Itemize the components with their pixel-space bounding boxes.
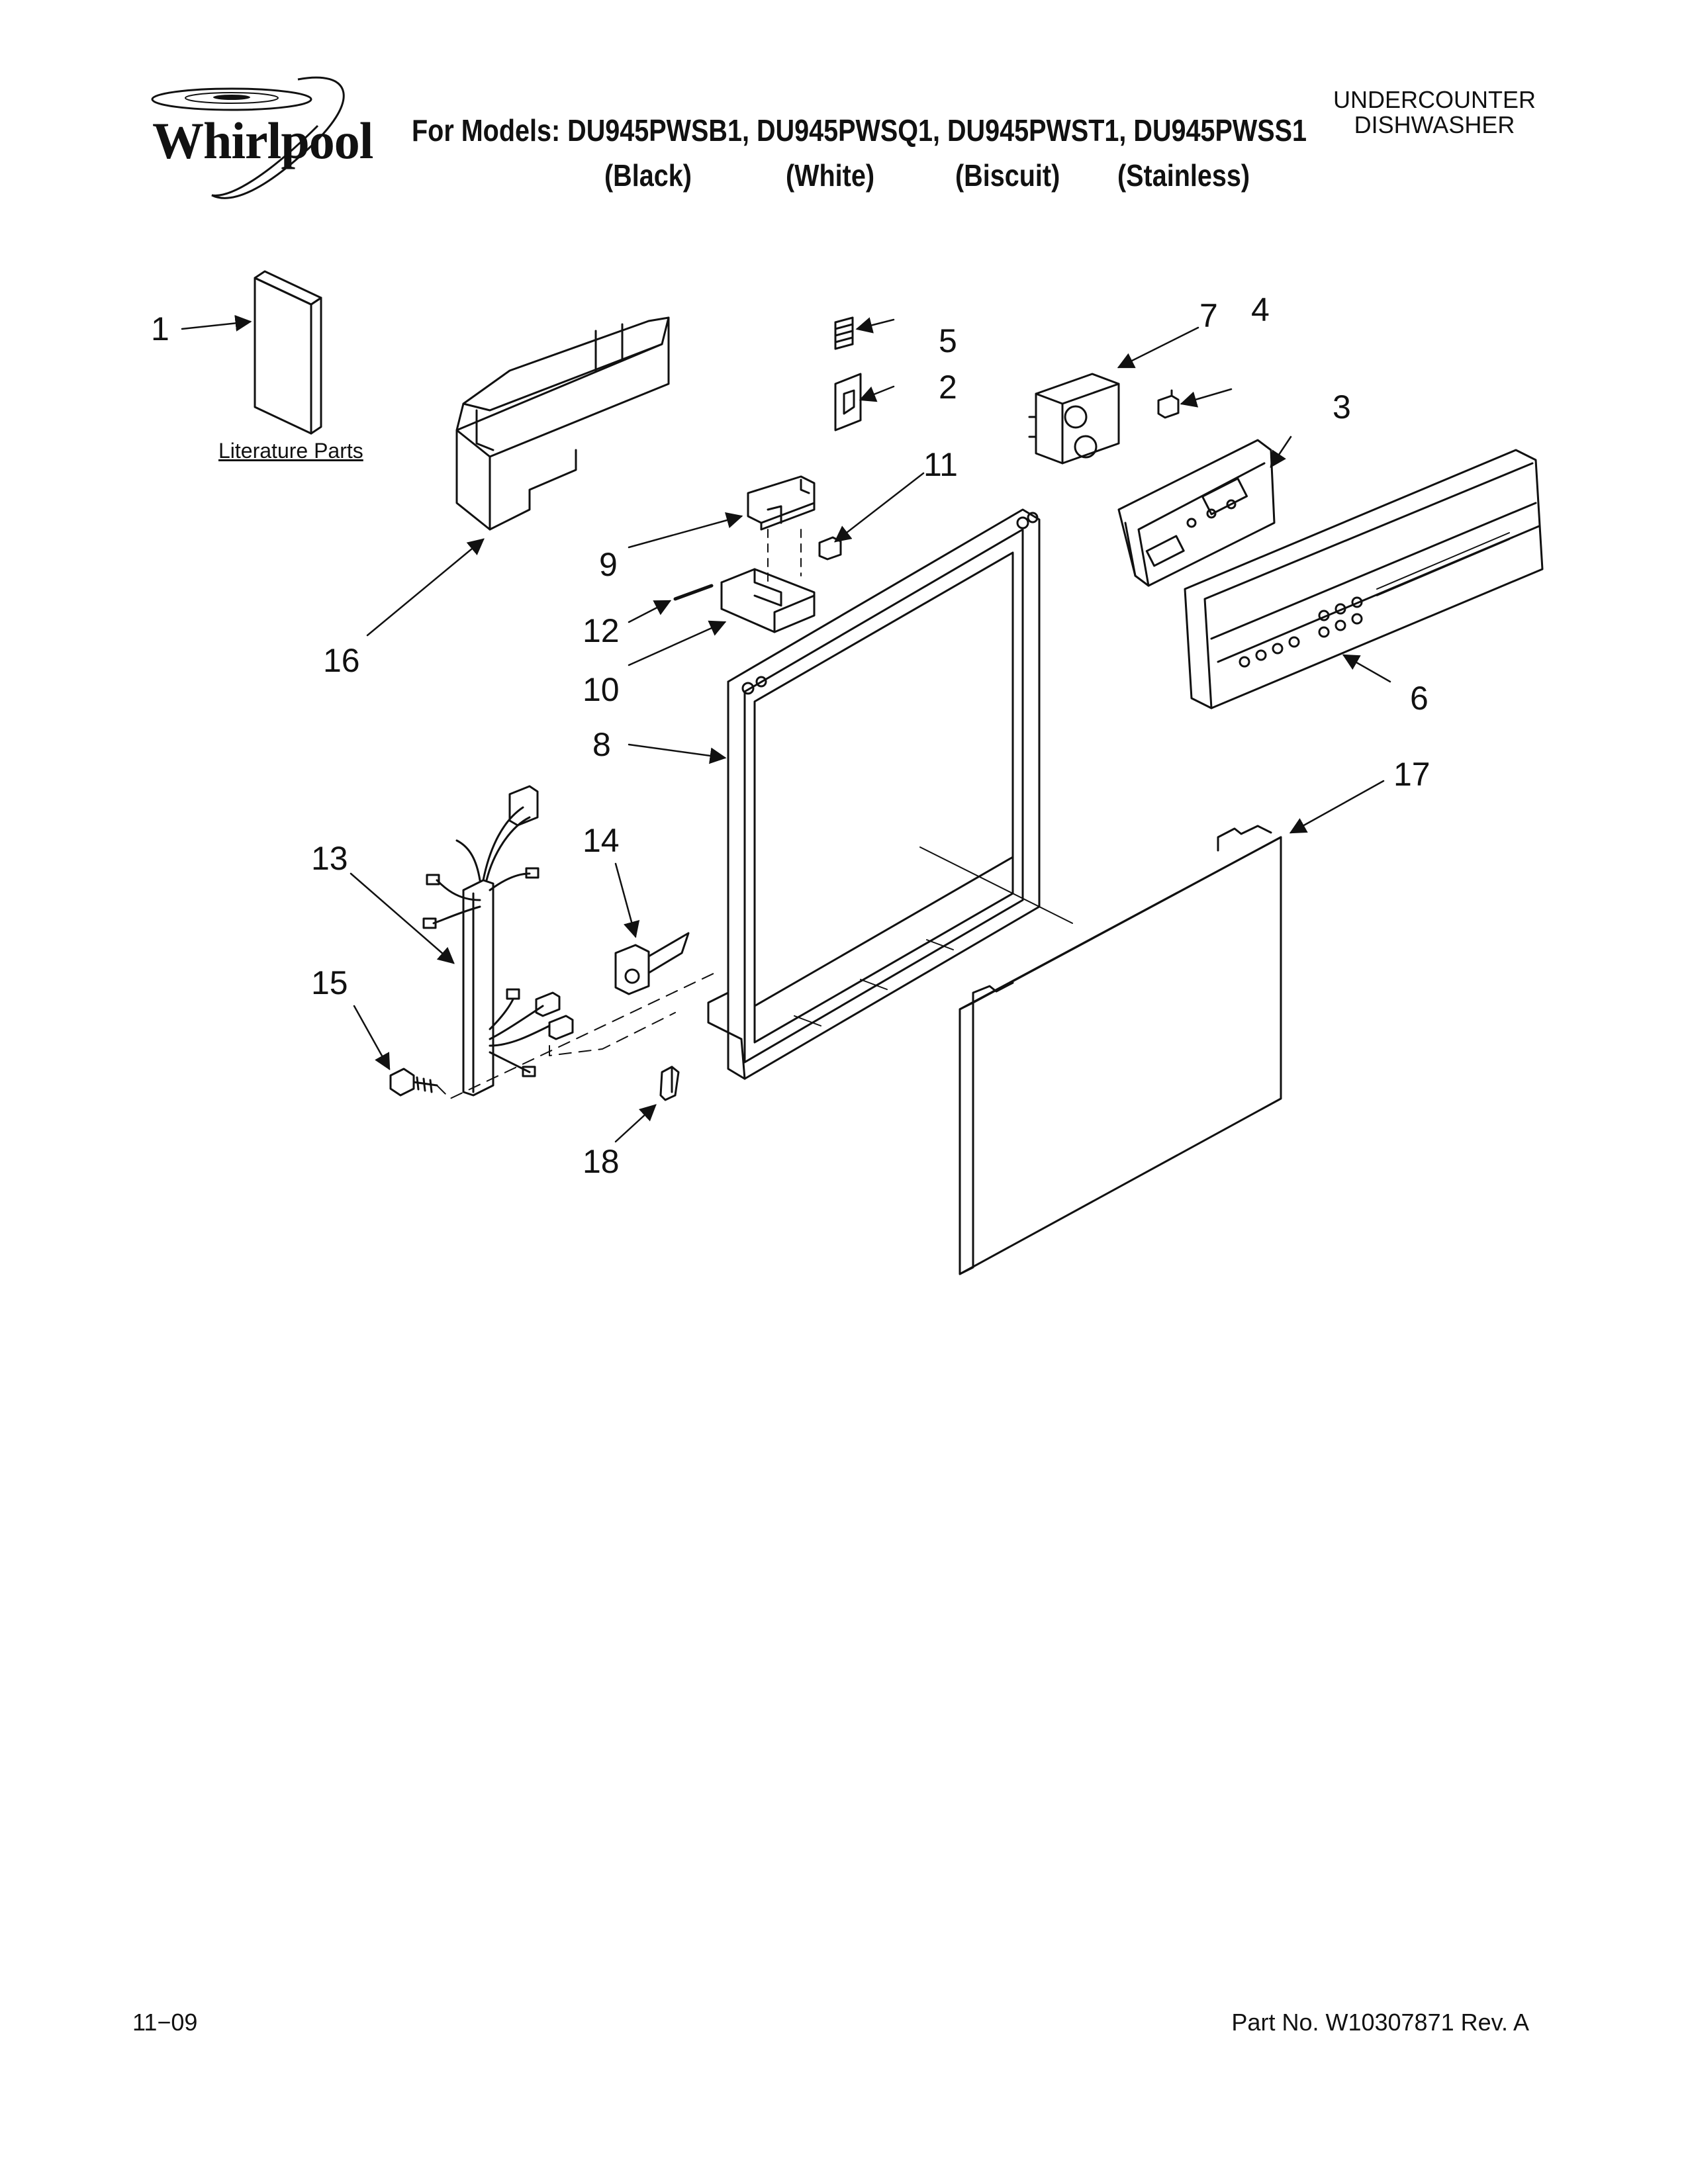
assembly-guides (437, 973, 715, 1099)
part-vent-cover (457, 318, 669, 529)
part-sensor (616, 933, 688, 994)
variant-white: (White) (786, 158, 875, 193)
models-line: For Models: DU945PWSB1, DU945PWSQ1, DU94… (412, 113, 1307, 148)
footer-part-number: Part No. W10307871 Rev. A (1231, 2009, 1529, 2036)
callout-6: 6 (1410, 680, 1429, 717)
callout-16: 16 (323, 642, 360, 679)
callout-4: 4 (1251, 291, 1270, 328)
whirlpool-logo: Whirlpool (132, 73, 397, 205)
callout-13: 13 (311, 840, 348, 877)
logo-swirl-icon (151, 76, 345, 199)
callout-2: 2 (939, 369, 957, 406)
callout-14: 14 (583, 822, 620, 859)
part-latch-base (722, 569, 814, 632)
part-pin (675, 586, 712, 599)
part-wire-harness (424, 786, 573, 1095)
part-latch-striker (835, 374, 861, 430)
doc-type-line-1: UNDERCOUNTER (1333, 86, 1536, 113)
literature-parts-label: Literature Parts (218, 439, 363, 463)
document-type: UNDERCOUNTER DISHWASHER (1333, 87, 1536, 138)
part-control-board (1119, 440, 1274, 586)
part-wire-connector (820, 537, 841, 559)
callout-3: 3 (1333, 388, 1351, 426)
part-spring (835, 318, 853, 349)
callout-7: 7 (1199, 297, 1218, 334)
callout-11: 11 (923, 446, 958, 483)
part-switch-block (1029, 374, 1119, 463)
callout-10: 10 (583, 671, 620, 708)
part-door-clip (661, 1067, 679, 1100)
callout-5: 5 (939, 322, 957, 359)
callout-12: 12 (583, 612, 620, 649)
callout-15: 15 (311, 964, 348, 1001)
part-control-panel (1185, 450, 1542, 708)
callout-18: 18 (583, 1143, 620, 1180)
part-literature-booklet (255, 271, 321, 433)
part-door-frame (708, 510, 1072, 1079)
doc-type-line-2: DISHWASHER (1354, 111, 1515, 138)
callout-17: 17 (1393, 756, 1430, 793)
callout-1: 1 (151, 310, 169, 347)
callout-9: 9 (599, 546, 618, 583)
brand-name: Whirlpool (152, 112, 373, 169)
part-latch-assembly (748, 477, 814, 529)
part-clip (1158, 390, 1178, 418)
footer-date: 11−09 (132, 2009, 198, 2036)
variant-stainless: (Stainless) (1117, 158, 1250, 193)
callout-8: 8 (592, 726, 611, 763)
part-door-panel (960, 826, 1281, 1274)
variant-biscuit: (Biscuit) (955, 158, 1060, 193)
part-screw (391, 1069, 437, 1095)
variant-black: (Black) (604, 158, 692, 193)
leader-lines (182, 314, 1390, 1142)
